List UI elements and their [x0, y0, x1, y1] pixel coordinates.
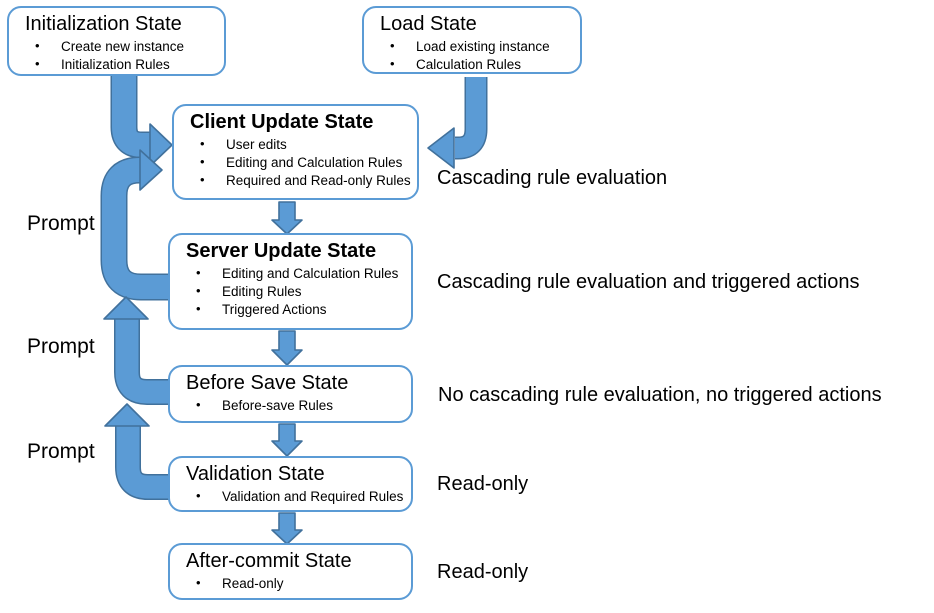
state-title: After-commit State: [186, 550, 352, 572]
state-box-before-save: Before Save State Before-save Rules: [168, 365, 413, 423]
state-title: Before Save State: [186, 372, 349, 394]
state-title: Client Update State: [190, 111, 374, 133]
annotation-before-save: No cascading rule evaluation, no trigger…: [438, 384, 882, 406]
annotation-validation: Read-only: [437, 473, 529, 495]
prompt-arrow-server-to-client: [100, 149, 170, 301]
prompt-arrow-before-save-to-server: [103, 296, 170, 405]
bullet-item: Read-only: [196, 575, 411, 591]
bullet-item: Create new instance: [35, 38, 224, 54]
state-title: Validation State: [186, 463, 325, 485]
bullet-item: Load existing instance: [390, 38, 580, 54]
bullet-item: Validation and Required Rules: [196, 488, 411, 504]
state-box-server-update: Server Update State Editing and Calculat…: [168, 233, 413, 330]
bullet-item: Triggered Actions: [196, 301, 411, 317]
state-box-validation: Validation State Validation and Required…: [168, 456, 413, 512]
bullet-item: Editing Rules: [196, 283, 411, 299]
bullet-item: Editing and Calculation Rules: [200, 154, 417, 170]
prompt-label-3: Prompt: [27, 440, 95, 463]
prompt-label-2: Prompt: [27, 335, 95, 358]
state-box-client-update: Client Update State User edits Editing a…: [172, 104, 419, 200]
state-title: Load State: [380, 13, 477, 35]
arrow-before-save-to-validation: [271, 423, 303, 457]
arrow-server-to-before-save: [271, 330, 303, 366]
state-title: Server Update State: [186, 240, 377, 262]
state-box-load: Load State Load existing instance Calcul…: [362, 6, 582, 74]
state-box-initialization: Initialization State Create new instance…: [7, 6, 226, 76]
bullet-item: Calculation Rules: [390, 56, 580, 72]
arrow-validation-to-after-commit: [271, 512, 303, 545]
prompt-label-1: Prompt: [27, 212, 95, 235]
annotation-after-commit: Read-only: [437, 561, 529, 583]
bullet-item: User edits: [200, 136, 417, 152]
bullet-item: Initialization Rules: [35, 56, 224, 72]
state-box-after-commit: After-commit State Read-only: [168, 543, 413, 600]
arrow-init-to-client: [110, 75, 173, 167]
annotation-server-update: Cascading rule evaluation and triggered …: [437, 271, 860, 293]
arrow-client-to-server: [271, 201, 303, 235]
annotation-client-update: Cascading rule evaluation: [437, 167, 668, 189]
bullet-item: Editing and Calculation Rules: [196, 265, 411, 281]
bullet-item: Required and Read-only Rules: [200, 172, 417, 188]
bullet-item: Before-save Rules: [196, 397, 411, 413]
state-title: Initialization State: [25, 13, 182, 35]
arrow-load-to-client: [427, 77, 488, 169]
prompt-arrow-validation-to-before-save: [104, 403, 170, 500]
